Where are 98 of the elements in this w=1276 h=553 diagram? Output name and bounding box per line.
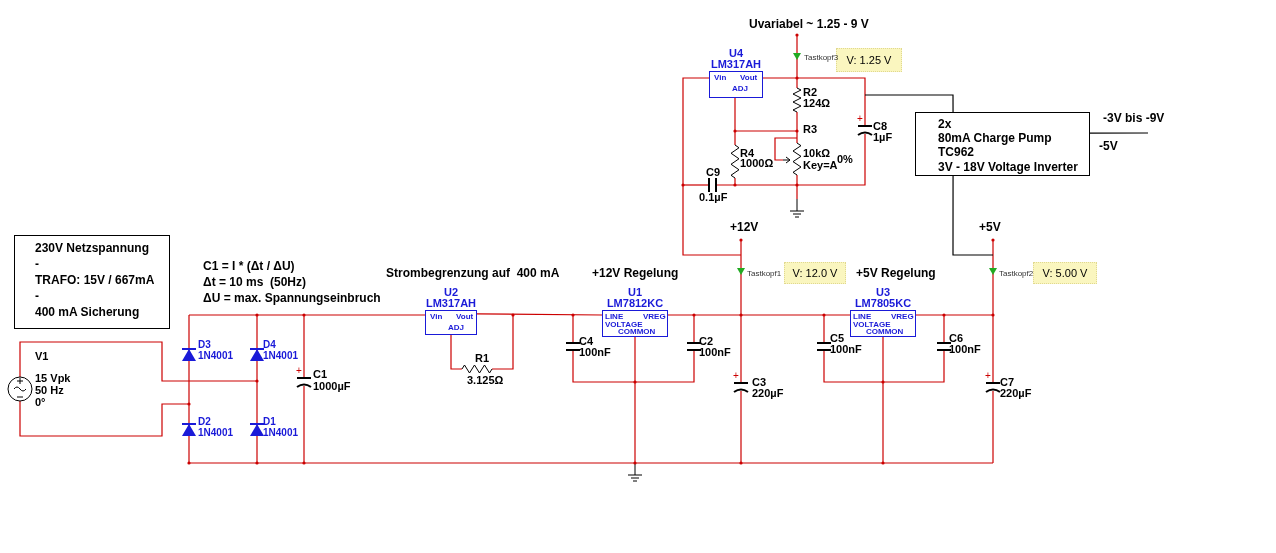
wire bbox=[667, 314, 851, 316]
polarity-mark: + bbox=[985, 371, 991, 381]
component-label: 0% bbox=[837, 154, 853, 165]
annotation-text: +5V bbox=[979, 221, 1001, 233]
component-label: 0° bbox=[35, 397, 46, 408]
component-label: R1 bbox=[475, 353, 490, 364]
component-label: 100nF bbox=[699, 347, 731, 358]
component-label: 100nF bbox=[949, 344, 981, 355]
annotation-text: ΔU = max. Spannungseinbruch bbox=[203, 292, 381, 304]
pin-label: ADJ bbox=[448, 324, 464, 332]
component-label: 1N4001 bbox=[263, 351, 299, 361]
component-label: 220µF bbox=[752, 388, 784, 399]
polarity-mark: + bbox=[857, 114, 863, 124]
text-box bbox=[915, 112, 1090, 176]
probe-label: Tastkopf1 bbox=[747, 270, 782, 278]
component-label: C1 bbox=[313, 369, 328, 380]
annotation-text: +12V bbox=[730, 221, 759, 233]
component-label: Key=A bbox=[803, 160, 838, 171]
annotation-text: +12V Regelung bbox=[592, 267, 679, 279]
component-label: 220µF bbox=[1000, 388, 1032, 399]
wire bbox=[476, 313, 603, 316]
annotation-text: -5V bbox=[1099, 140, 1118, 152]
component-label: 15 Vpk bbox=[35, 373, 71, 384]
annotation-text: +5V Regelung bbox=[856, 267, 936, 279]
pin-label: Vout bbox=[740, 74, 758, 82]
component-label: 1N4001 bbox=[198, 351, 234, 361]
component-label: D3 bbox=[198, 340, 211, 350]
note-text: 2x bbox=[938, 118, 952, 130]
component-label: C6 bbox=[949, 333, 964, 344]
note-text: - bbox=[35, 290, 39, 302]
probe-label: Tastkopf3 bbox=[804, 54, 839, 62]
ic-symbol bbox=[850, 287, 916, 337]
component-label: C9 bbox=[706, 167, 721, 178]
component-label: LM317AH bbox=[709, 59, 763, 70]
note-text: TRAFO: 15V / 667mA bbox=[35, 274, 155, 286]
component-label: C7 bbox=[1000, 377, 1015, 388]
pin-label: LINE VOLTAGE bbox=[853, 313, 889, 329]
pin-label: LINE VOLTAGE bbox=[605, 313, 641, 329]
ic-symbol bbox=[425, 287, 477, 335]
pin-label: VREG bbox=[891, 313, 914, 321]
pin-label: ADJ bbox=[732, 85, 748, 93]
component-label: 100nF bbox=[830, 344, 862, 355]
note-text: 3V - 18V Voltage Inverter bbox=[938, 161, 1078, 173]
component-label: U3 bbox=[874, 287, 892, 298]
component-label: 1N4001 bbox=[263, 428, 299, 438]
annotation-text: Δt = 10 ms (50Hz) bbox=[203, 276, 306, 288]
component-label: U1 bbox=[626, 287, 644, 298]
annotation-text: Strombegrenzung auf 400 mA bbox=[386, 267, 560, 279]
pin-label: Vout bbox=[456, 313, 474, 321]
component-label: R2 bbox=[803, 87, 818, 98]
note-text: 400 mA Sicherung bbox=[35, 306, 140, 318]
component-label: LM317AH bbox=[425, 298, 477, 309]
component-label: C4 bbox=[579, 336, 594, 347]
component-label: C8 bbox=[873, 121, 888, 132]
pin-label: Vin bbox=[430, 313, 443, 321]
annotation-text: Uvariabel ~ 1.25 - 9 V bbox=[749, 18, 869, 30]
note-text: 80mA Charge Pump bbox=[938, 132, 1052, 144]
component-label: 0.1µF bbox=[699, 192, 728, 203]
ic-symbol bbox=[602, 287, 668, 337]
annotation-text: -3V bis -9V bbox=[1103, 112, 1165, 124]
probe-reading: V: 5.00 V bbox=[1033, 262, 1097, 284]
component-label: C5 bbox=[830, 333, 845, 344]
component-label: R3 bbox=[803, 124, 818, 135]
probe-label: Tastkopf2 bbox=[999, 270, 1034, 278]
component-label: 1000Ω bbox=[740, 158, 774, 169]
polarity-mark: + bbox=[296, 366, 302, 376]
component-label: D4 bbox=[263, 340, 276, 350]
component-label: U2 bbox=[442, 287, 460, 298]
component-label: 3.125Ω bbox=[467, 375, 504, 386]
component-label: U4 bbox=[727, 48, 745, 59]
component-label: 1000µF bbox=[313, 381, 351, 392]
polarity-mark: + bbox=[733, 371, 739, 381]
note-text: - bbox=[35, 258, 39, 270]
component-label: 124Ω bbox=[803, 98, 831, 109]
text-box bbox=[14, 235, 170, 329]
note-text: 230V Netzspannung bbox=[35, 242, 150, 254]
annotation-text: C1 = I * (Δt / ΔU) bbox=[203, 260, 295, 272]
component-label: 1µF bbox=[873, 132, 893, 143]
wire bbox=[864, 94, 954, 113]
component-label: C2 bbox=[699, 336, 714, 347]
component-label: D1 bbox=[263, 417, 276, 427]
component-label: R4 bbox=[740, 148, 755, 159]
component-label: LM7812KC bbox=[605, 298, 665, 309]
ic-symbol bbox=[709, 48, 763, 98]
note-text: TC962 bbox=[938, 146, 975, 158]
component-label: 10kΩ bbox=[803, 148, 831, 159]
pin-label: COMMON bbox=[618, 328, 656, 336]
component-label: 50 Hz bbox=[35, 385, 64, 396]
pin-label: VREG bbox=[643, 313, 666, 321]
component-label: LM7805KC bbox=[853, 298, 913, 309]
probe-reading: V: 12.0 V bbox=[784, 262, 846, 284]
component-label: 100nF bbox=[579, 347, 611, 358]
component-label: D2 bbox=[198, 417, 211, 427]
component-label: V1 bbox=[35, 351, 49, 362]
component-label: C3 bbox=[752, 377, 767, 388]
pin-label: COMMON bbox=[866, 328, 904, 336]
component-label: 1N4001 bbox=[198, 428, 234, 438]
pin-label: Vin bbox=[714, 74, 727, 82]
